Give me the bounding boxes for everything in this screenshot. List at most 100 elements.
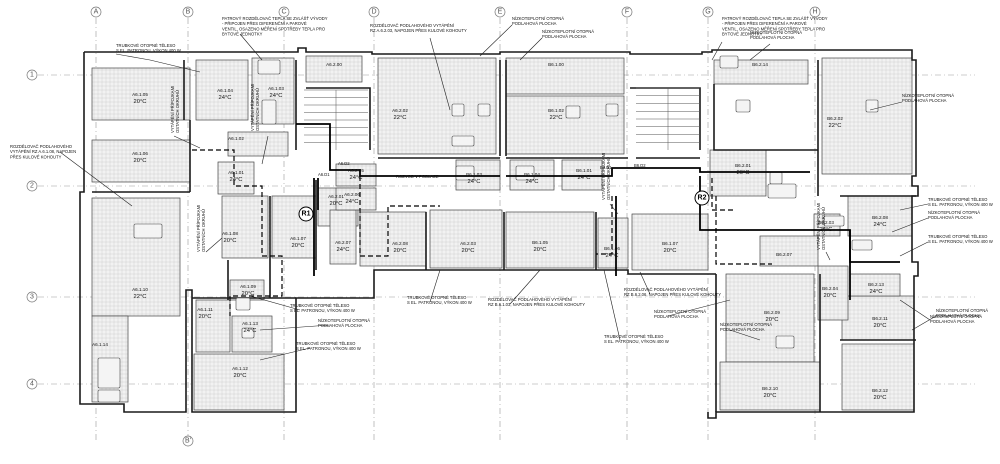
sanitary-fixture: [719, 55, 739, 69]
room-temperature: 20°C: [824, 293, 837, 299]
leader-line: [173, 135, 201, 149]
room-number: B6.2.09: [764, 310, 780, 315]
grid-label: 4: [30, 381, 34, 388]
wall: [92, 60, 191, 193]
grid-bubble: [702, 6, 714, 18]
room-temperature: 24°C: [468, 179, 481, 185]
annotation-text: RZ B.6.2.06, NAPOJEN PŘES KULOVÉ KOHOUTY: [624, 292, 721, 297]
room-temperature: 20°C: [764, 393, 777, 399]
annotation-text: PATROVÝ ROZDĚLOVAČ TEPLA SE ZVLÁŠŤ VÝVOD…: [722, 16, 828, 21]
sanitary-fixture: [133, 223, 163, 239]
annotation-text: TRUBKOVÉ OTOPNÉ TĚLESO: [928, 197, 988, 202]
room-number: A6.1.11: [197, 307, 213, 312]
annotation-text: BYTOVÉ JEDNOTKY: [722, 32, 763, 37]
annotation-text: ROZDĚLOVAČ PODLAHOVÉHO VYTÁPĚNÍ: [624, 287, 709, 292]
room-temperature: 20°C: [534, 247, 547, 253]
room-temperature: 22°C: [829, 123, 842, 129]
room-number: A6.1.04: [217, 88, 233, 93]
room-area: [709, 149, 767, 197]
grid-label: E: [498, 9, 503, 16]
room-number: B6.1.02: [548, 108, 564, 113]
room-number: B6.1.05: [532, 240, 548, 245]
annotation-text: NÍZKOTEPLOTNÍ OTOPNÁ: [318, 318, 370, 323]
sanitary-fixture: [451, 103, 465, 117]
grid-label: A: [94, 9, 99, 16]
room-labels: A6.1.0520°CA6.1.0424°CA6.1.0324°CA6.1.06…: [92, 62, 888, 401]
annotation-text: PODLAHOVÁ PLOCHA: [928, 215, 973, 220]
annotation-text: TRUBKOVÉ OTOPNÉ TĚLESO: [116, 43, 176, 48]
room-number: A6.2.01: [328, 194, 344, 199]
marker-label: R1: [302, 211, 311, 218]
marker-circle: [298, 206, 314, 222]
leader-line: [749, 43, 771, 61]
room-number: A6.2.00: [326, 62, 342, 67]
leader-line: [259, 347, 311, 361]
annotation-text: NÍZKOTEPLOTNÍ OTOPNÁ: [936, 308, 988, 313]
grid-bubble: [368, 6, 380, 18]
leader-line: [609, 203, 619, 215]
annotation-text: TRUBKOVÉ OTOPNÉ TĚLESO: [296, 341, 356, 346]
room-temperature: 24°C: [820, 227, 833, 233]
room-label: A6.1.14: [92, 342, 108, 347]
room-number: A6.2.08: [392, 241, 408, 246]
heating-pipe: [506, 167, 810, 177]
room-area: [719, 361, 821, 411]
sanitary-fixture: [261, 99, 277, 125]
annotation-text: S EL. PATRONOU, VÝKON 400 W: [407, 300, 472, 305]
room-temperature: 20°C: [874, 395, 887, 401]
wall: [84, 47, 919, 419]
room-area: [195, 299, 231, 353]
annotation-text: VYTÁPĚNÍ PŘÍPOJKAMI: [196, 205, 201, 252]
room-area: [221, 195, 269, 259]
annotation-text: NÍZKOTEPLOTNÍ OTOPNÁ: [542, 29, 594, 34]
room-label: A6.2.00: [326, 62, 342, 67]
room-area: [359, 211, 427, 267]
annotation-text: S EL. PATRONOU, VÝKON 400 W: [928, 202, 993, 207]
room-area: [505, 57, 625, 95]
room-areas: [91, 55, 915, 411]
room-number: A6.2.02: [392, 108, 408, 113]
annotation-text: TRUBKOVÉ OTOPNÉ TĚLESO: [290, 303, 350, 308]
sanitary-fixture: [735, 99, 751, 113]
heating-pipe-floor: [711, 178, 736, 211]
annotation-text: OSTATNÍCH OKRUHŮ: [175, 90, 180, 133]
room-number: A6.2.07: [335, 240, 351, 245]
sanitary-fixture: [565, 105, 581, 119]
annotation: PATROVÝ ROZDĚLOVAČ TEPLA SE ZVLÁŠŤ VÝVOD…: [711, 16, 828, 61]
leader-line: [479, 24, 513, 57]
room-number: B6.2.07: [776, 252, 792, 257]
room-temperature: 20°C: [874, 323, 887, 329]
room-number: B6.1.01: [576, 168, 592, 173]
room-area: [429, 209, 503, 269]
room-number: B6.2.14: [752, 62, 768, 67]
annotation-text: PODLAHOVÁ PLOCHA: [654, 314, 699, 319]
room-area: [505, 211, 595, 269]
annotation-text: S EL. PATRONOU, VÝKON 400 W: [116, 48, 181, 53]
annotation-text: TRUBKOVÉ OTOPNÉ TĚLESO: [407, 295, 467, 300]
small-tag: B6.D2: [634, 163, 646, 168]
leader-line: [205, 237, 223, 253]
annotation-text: NÍZKOTEPLOTNÍ OTOPNÁ: [654, 309, 706, 314]
annotation-text: VYTÁPĚNÍ PŘÍPOJKAMI: [250, 84, 255, 131]
sanitary-fixture: [97, 357, 121, 389]
room-temperature: 24°C: [870, 289, 883, 295]
annotation-text: OSTATNÍCH OKRUHŮ: [821, 207, 826, 250]
room-number: B6.1.07: [662, 241, 678, 246]
leader-line: [729, 329, 761, 341]
